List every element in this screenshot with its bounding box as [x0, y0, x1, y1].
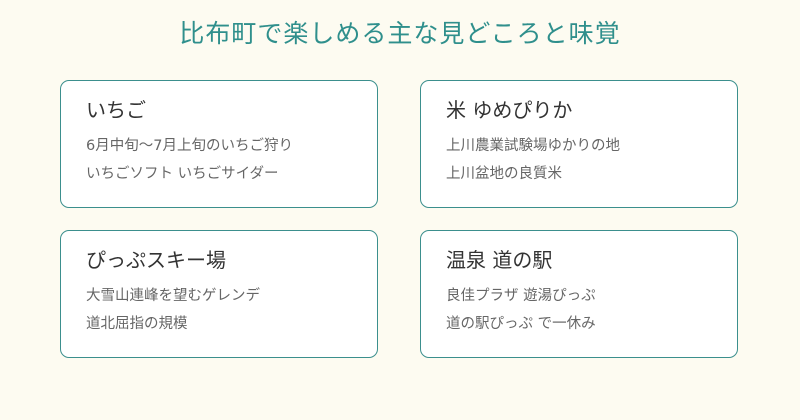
card-line: 大雪山連峰を望むゲレンデ — [86, 288, 260, 304]
card-line: 6月中旬〜7月上旬のいちご狩り — [86, 138, 293, 154]
card-line: 上川農業試験場ゆかりの地 — [446, 138, 620, 154]
card-title: ぴっぷスキー場 — [86, 248, 226, 272]
card-line: 道の駅ぴっぷ で一休み — [446, 316, 596, 332]
card-title: 温泉 道の駅 — [446, 248, 553, 272]
card-strawberry: いちご 6月中旬〜7月上旬のいちご狩り いちごソフト いちごサイダー — [60, 80, 378, 208]
card-line: いちごソフト いちごサイダー — [86, 166, 279, 182]
page-title: 比布町で楽しめる主な見どころと味覚 — [179, 19, 621, 48]
card-ski-resort: ぴっぷスキー場 大雪山連峰を望むゲレンデ 道北屈指の規模 — [60, 230, 378, 358]
card-line: 上川盆地の良質米 — [446, 166, 562, 182]
card-line: 良佳プラザ 遊湯ぴっぷ — [446, 288, 596, 304]
card-rice: 米 ゆめぴりか 上川農業試験場ゆかりの地 上川盆地の良質米 — [420, 80, 738, 208]
card-title: 米 ゆめぴりか — [446, 98, 573, 122]
card-onsen-roadside-station: 温泉 道の駅 良佳プラザ 遊湯ぴっぷ 道の駅ぴっぷ で一休み — [420, 230, 738, 358]
card-title: いちご — [86, 98, 146, 122]
card-line: 道北屈指の規模 — [86, 316, 188, 332]
